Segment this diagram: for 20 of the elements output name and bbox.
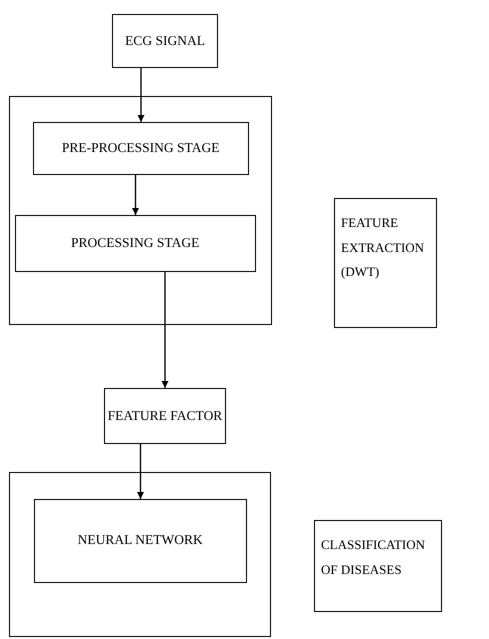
group-frame: [9, 472, 271, 637]
box-label: FEATURE EXTRACTION (DWT): [341, 214, 426, 282]
box-label: FEATURE FACTOR: [108, 408, 222, 424]
arrow: [137, 444, 144, 499]
arrow: [138, 68, 144, 122]
process-box: [14, 214, 256, 272]
process-box: [32, 122, 249, 175]
box-label: PRE-PROCESSING STAGE: [62, 140, 220, 156]
process-box: [104, 388, 226, 444]
arrow: [132, 175, 139, 215]
group-frame: [9, 96, 272, 325]
arrow: [162, 272, 168, 388]
box-label: CLASSIFICATION OF DISEASES: [321, 536, 426, 579]
process-box: [112, 14, 218, 68]
process-box: [314, 520, 442, 612]
box-label: ECG SIGNAL: [125, 34, 205, 48]
process-box: [334, 198, 437, 328]
process-box: [34, 498, 247, 583]
box-label: PROCESSING STAGE: [71, 236, 200, 251]
box-label: NEURAL NETWORK: [78, 533, 203, 548]
